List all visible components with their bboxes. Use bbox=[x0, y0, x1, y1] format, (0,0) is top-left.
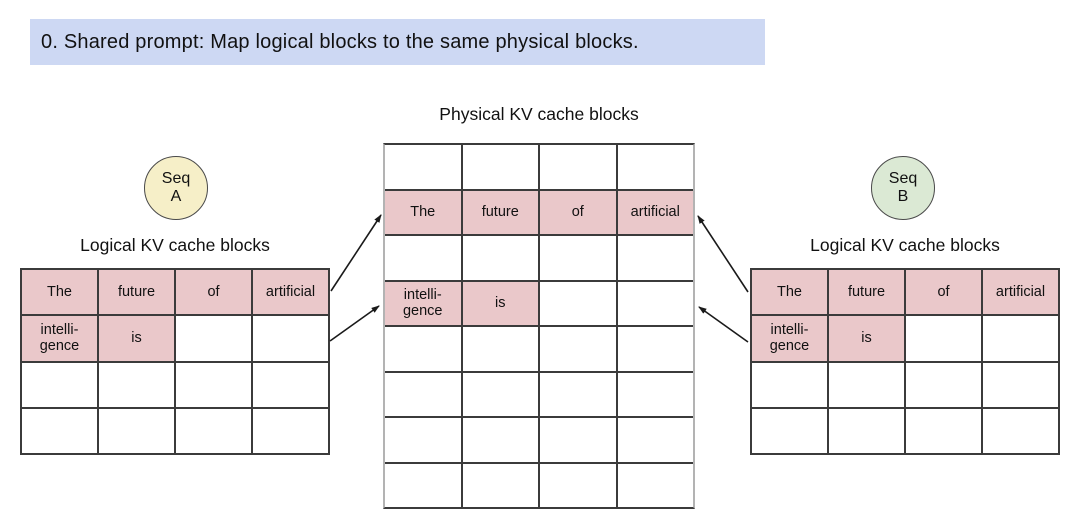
kv-cell-empty bbox=[983, 408, 1058, 453]
kv-cell-token: future bbox=[462, 190, 538, 234]
kv-cell-empty bbox=[617, 463, 693, 507]
kv-cell-token: intelli- gence bbox=[752, 316, 827, 361]
kv-cell-token: The bbox=[752, 270, 827, 315]
kv-cell-empty bbox=[752, 362, 827, 407]
kv-cell-empty bbox=[829, 408, 904, 453]
kv-cell-empty bbox=[462, 236, 538, 280]
seq-a-badge-line2: A bbox=[170, 188, 182, 205]
kv-cell-empty bbox=[462, 145, 538, 189]
seq-a-badge-line1: Seq bbox=[161, 170, 191, 188]
kv-cell-empty bbox=[462, 463, 538, 507]
kv-cell-empty bbox=[617, 281, 693, 325]
logical-blocks-label-seq-b: Logical KV cache blocks bbox=[810, 235, 1000, 255]
kv-cell-token: artificial bbox=[253, 270, 328, 315]
kv-cell-token: is bbox=[462, 281, 538, 325]
kv-cell-token: of bbox=[176, 270, 251, 315]
seq-a-block1-to-physical-block3 bbox=[329, 305, 380, 342]
kv-cell-token: future bbox=[99, 270, 174, 315]
kv-cell-empty bbox=[22, 362, 97, 407]
seq-a-block0-to-physical-block1 bbox=[330, 214, 382, 292]
kv-cell-empty bbox=[540, 418, 616, 462]
kv-cell-empty bbox=[385, 372, 461, 416]
kv-cell-empty bbox=[176, 408, 251, 453]
kv-cell-token: intelli- gence bbox=[22, 316, 97, 361]
kv-cell-token: of bbox=[906, 270, 981, 315]
kv-cell-token: The bbox=[385, 190, 461, 234]
kv-cell-empty bbox=[540, 327, 616, 371]
kv-cell-empty bbox=[540, 236, 616, 280]
kv-cell-empty bbox=[906, 408, 981, 453]
kv-cell-empty bbox=[462, 418, 538, 462]
kv-cell-empty bbox=[617, 145, 693, 189]
seq-b-block0-to-physical-block1 bbox=[697, 215, 749, 293]
kv-cell-empty bbox=[906, 316, 981, 361]
kv-cell-empty bbox=[99, 362, 174, 407]
kv-cell-empty bbox=[385, 327, 461, 371]
seq-b-badge-line1: Seq bbox=[888, 170, 918, 188]
kv-cell-empty bbox=[462, 372, 538, 416]
kv-cell-empty bbox=[176, 362, 251, 407]
kv-cell-empty bbox=[617, 327, 693, 371]
kv-cell-empty bbox=[617, 236, 693, 280]
kv-cell-token: intelli- gence bbox=[385, 281, 461, 325]
kv-cell-empty bbox=[617, 372, 693, 416]
kv-cell-empty bbox=[253, 362, 328, 407]
kv-cell-empty bbox=[385, 145, 461, 189]
kv-cell-token: The bbox=[22, 270, 97, 315]
seq-b-badge: Seq B bbox=[871, 156, 935, 220]
kv-cell-empty bbox=[540, 372, 616, 416]
seq-a-badge: Seq A bbox=[144, 156, 208, 220]
kv-cell-empty bbox=[385, 418, 461, 462]
kv-cell-empty bbox=[462, 327, 538, 371]
physical-blocks-label: Physical KV cache blocks bbox=[439, 104, 639, 124]
kv-cell-empty bbox=[540, 145, 616, 189]
kv-cell-empty bbox=[99, 408, 174, 453]
kv-cell-empty bbox=[385, 236, 461, 280]
kv-cell-empty bbox=[253, 408, 328, 453]
kv-cell-empty bbox=[752, 408, 827, 453]
kv-cell-empty bbox=[906, 362, 981, 407]
kv-cell-empty bbox=[176, 316, 251, 361]
kv-cell-empty bbox=[829, 362, 904, 407]
step-title-text: 0. Shared prompt: Map logical blocks to … bbox=[41, 30, 639, 53]
step-title-banner: 0. Shared prompt: Map logical blocks to … bbox=[30, 19, 765, 65]
logical-blocks-label-seq-a: Logical KV cache blocks bbox=[80, 235, 270, 255]
kv-cell-empty bbox=[983, 316, 1058, 361]
seq-b-block1-to-physical-block3 bbox=[698, 306, 749, 343]
kv-cell-empty bbox=[253, 316, 328, 361]
kv-cell-empty bbox=[385, 463, 461, 507]
kv-cell-empty bbox=[540, 463, 616, 507]
kv-cell-empty bbox=[617, 418, 693, 462]
kv-cell-token: future bbox=[829, 270, 904, 315]
kv-cell-token: is bbox=[99, 316, 174, 361]
kv-cell-token: artificial bbox=[983, 270, 1058, 315]
kv-cell-empty bbox=[540, 281, 616, 325]
kv-cell-token: is bbox=[829, 316, 904, 361]
kv-cell-token: of bbox=[540, 190, 616, 234]
seq-b-badge-line2: B bbox=[897, 188, 909, 205]
kv-cell-empty bbox=[22, 408, 97, 453]
kv-cell-empty bbox=[983, 362, 1058, 407]
kv-cell-token: artificial bbox=[617, 190, 693, 234]
